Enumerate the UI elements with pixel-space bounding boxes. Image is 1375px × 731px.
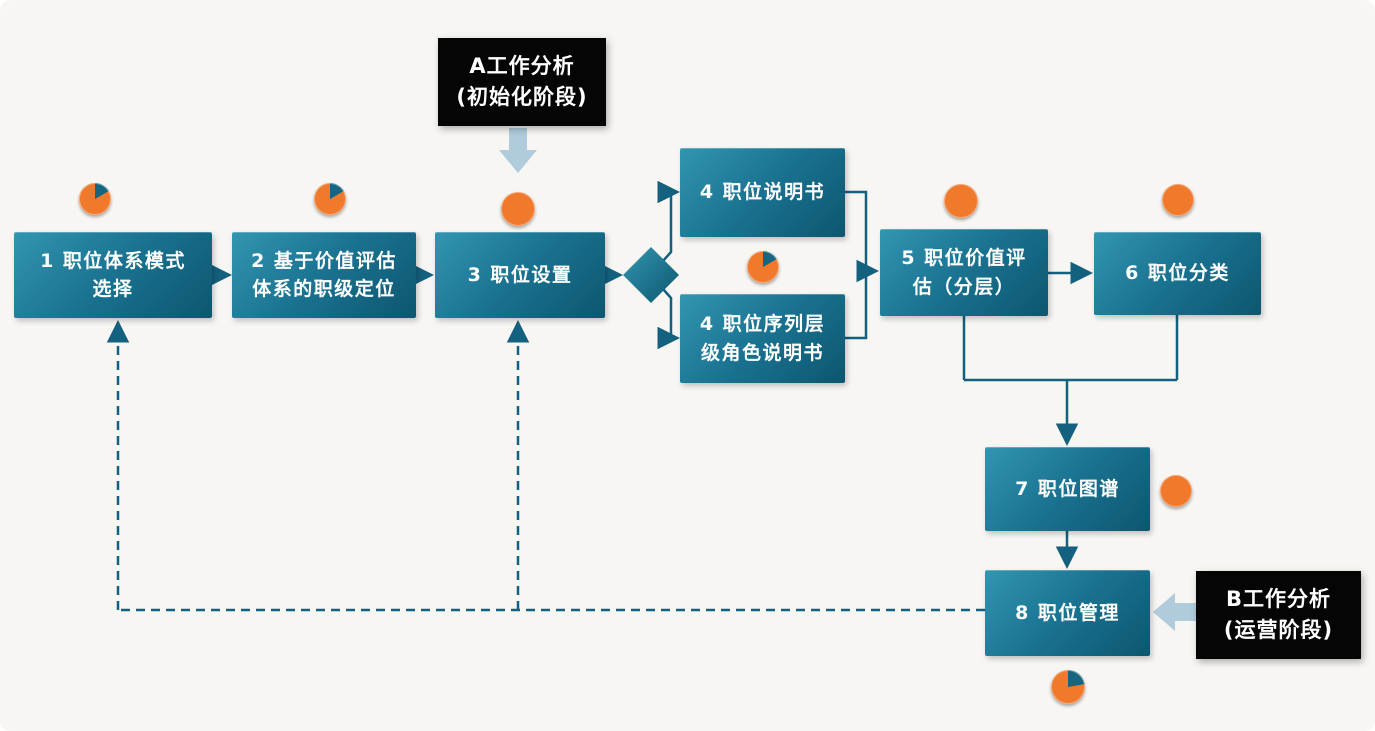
node-7-position-map: 7 职位图谱 — [985, 447, 1150, 531]
arrow-diamond-n4a — [657, 180, 680, 262]
node-5-position-value-evaluation: 5 职位价值评 估（分层） — [880, 229, 1048, 316]
node-3-position-setup: 3 职位设置 — [435, 232, 605, 318]
annotation-b-work-analysis-ops: B工作分析 (运营阶段) — [1196, 571, 1361, 659]
arrow-diamond-n4b — [657, 288, 680, 350]
arrow-n4a-n5 — [845, 190, 879, 283]
pie-chart-icon — [1051, 670, 1085, 704]
pie-chart-icon — [747, 251, 779, 283]
pie-chart-icon — [1162, 184, 1194, 216]
block-arrow-b-left — [1153, 593, 1196, 631]
node-1-position-system-mode: 1 职位体系模式 选择 — [14, 232, 212, 318]
annotation-a-work-analysis-init: A工作分析 (初始化阶段) — [438, 38, 606, 126]
node-6-position-classification: 6 职位分类 — [1094, 232, 1261, 315]
node-8-position-management: 8 职位管理 — [985, 570, 1150, 656]
node-4b-sequence-role-description: 4 职位序列层 级角色说明书 — [680, 294, 845, 383]
pie-chart-icon — [1160, 475, 1192, 507]
decision-diamond — [623, 247, 679, 303]
block-arrow-a-down — [499, 128, 537, 173]
line-n4b-merge — [845, 276, 868, 340]
pie-chart-icon — [314, 183, 346, 215]
pie-chart-icon — [79, 183, 111, 215]
pie-chart-icon — [501, 192, 535, 226]
node-2-grade-positioning: 2 基于价值评估 体系的职级定位 — [232, 232, 416, 318]
pie-chart-icon — [944, 184, 978, 218]
node-4a-job-description: 4 职位说明书 — [680, 148, 845, 237]
